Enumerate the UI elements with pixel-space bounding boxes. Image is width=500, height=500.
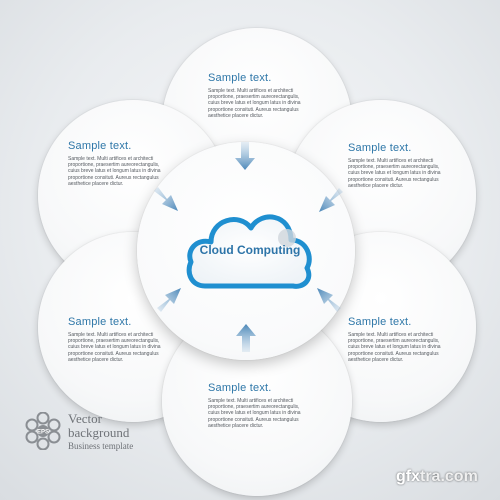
arrow-bottom-icon [236, 324, 256, 352]
block-body: Sample text. Multi artifices et architec… [208, 88, 301, 119]
block-title: Sample text. [68, 140, 132, 152]
arrow-top-left-icon [154, 187, 178, 211]
block-title: Sample text. [208, 72, 272, 84]
arrow-top-icon [235, 142, 255, 170]
arrow-top-right-icon [319, 188, 343, 212]
watermark: gfxtra.com [396, 468, 478, 486]
eps-label: EPS [37, 430, 49, 436]
arrow-bottom-left-icon [157, 288, 181, 312]
text-block-top: Sample text. Sample text. Multi artifice… [208, 72, 306, 119]
text-block-bottom-right: Sample text. Sample text. Multi artifice… [348, 316, 444, 363]
cloud-icon [186, 214, 312, 289]
footer-line-2: background [68, 425, 130, 440]
center-label: Cloud Computing [199, 243, 301, 257]
text-block-bottom-left: Sample text. Sample text. Multi artifice… [68, 316, 164, 363]
block-title: Sample text. [68, 316, 132, 328]
text-block-bottom: Sample text. Sample text. Multi artifice… [208, 382, 306, 429]
footer-line-3: Business template [68, 441, 134, 451]
block-body: Sample text. Multi artifices et architec… [348, 158, 441, 189]
footer-line-1: Vector [68, 411, 102, 426]
arrow-bottom-right-icon [317, 288, 341, 312]
watermark-part-2: tra.com [420, 468, 478, 485]
block-title: Sample text. [348, 142, 412, 154]
eps-gear-icon: EPS [25, 412, 61, 450]
block-body: Sample text. Multi artifices et architec… [208, 398, 301, 429]
footer-text: Vector background Business template [68, 412, 133, 452]
text-block-top-right: Sample text. Sample text. Multi artifice… [348, 142, 444, 189]
block-title: Sample text. [208, 382, 272, 394]
block-title: Sample text. [348, 316, 412, 328]
block-body: Sample text. Multi artifices et architec… [68, 332, 161, 363]
block-body: Sample text. Multi artifices et architec… [68, 156, 161, 187]
text-block-top-left: Sample text. Sample text. Multi artifice… [68, 140, 164, 187]
block-body: Sample text. Multi artifices et architec… [348, 332, 441, 363]
watermark-part-1: gfx [396, 468, 420, 485]
